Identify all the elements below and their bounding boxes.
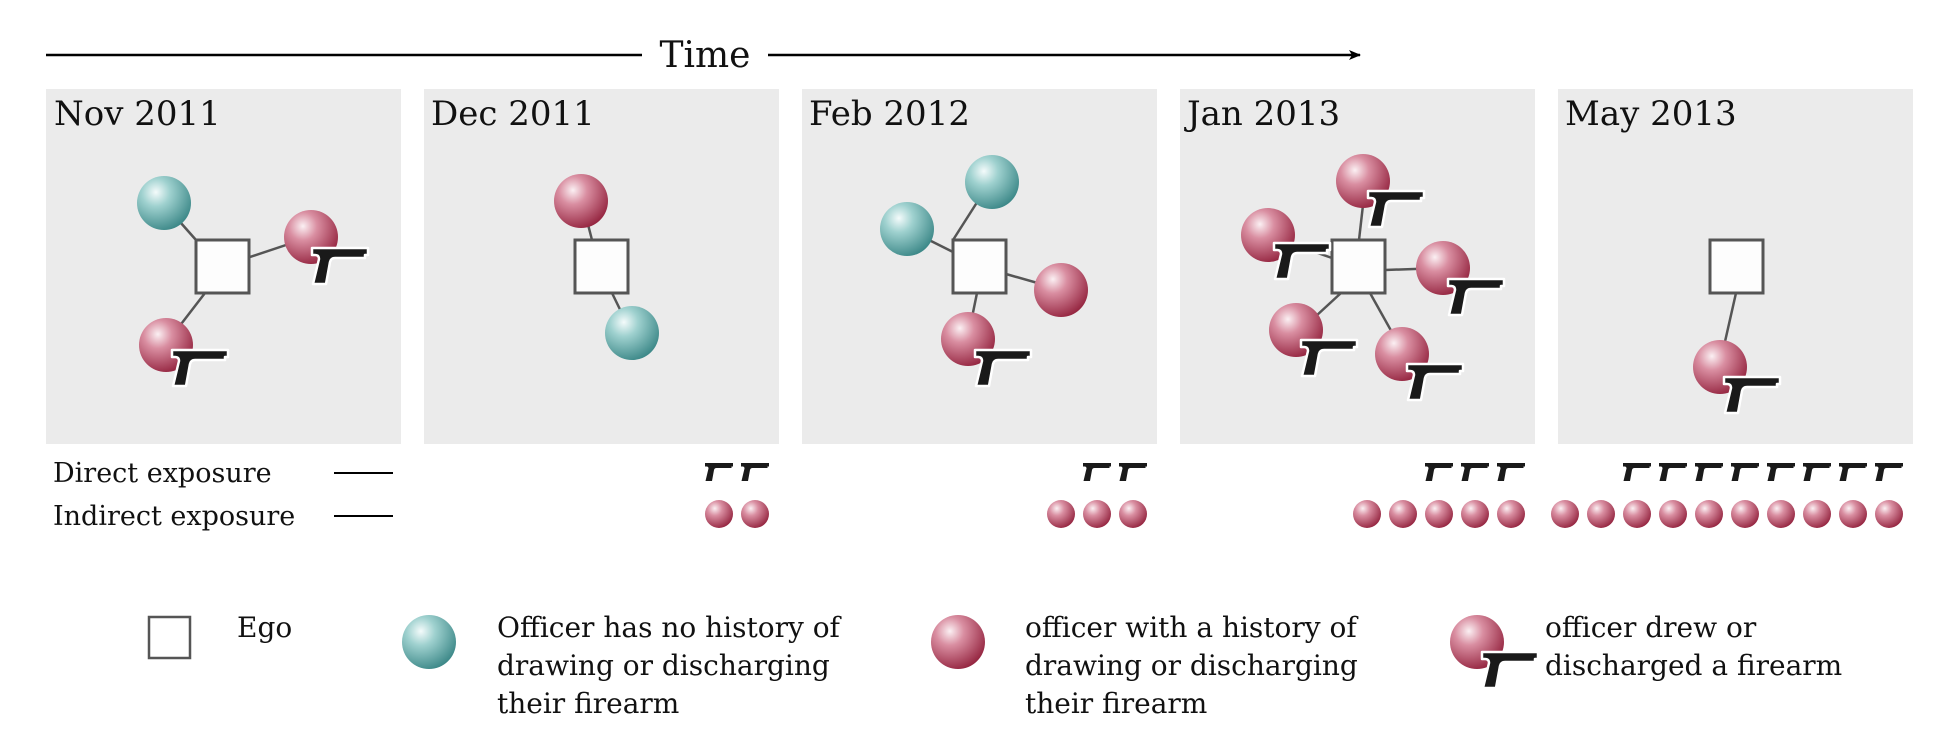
legend-ego-square (147, 615, 192, 660)
direct-exposure-firearm-icon (1839, 463, 1867, 481)
indirect-exposure-officer-marker (1587, 500, 1615, 528)
indirect-exposure-officer-marker (1659, 500, 1687, 528)
legend-history-line-3: their firearm (1025, 687, 1207, 720)
ego-node (951, 238, 1008, 295)
direct-exposure-firearm-icon (705, 463, 733, 481)
ego-node (573, 238, 630, 295)
indirect-exposure-officer-marker (705, 500, 733, 528)
legend-drew-label: officer drew or discharged a firearm (1545, 611, 1842, 682)
officer-history-node (554, 174, 608, 228)
panel-title: Nov 2011 (54, 94, 221, 134)
indirect-exposure-label: Indirect exposure (53, 501, 295, 532)
direct-exposure-firearm-icon (1119, 463, 1147, 481)
officer-history-node (1034, 263, 1088, 317)
panel-title: Jan 2013 (1184, 94, 1340, 134)
officer-no-history-node (965, 155, 1019, 209)
legend-no-history-line-3: their firearm (497, 687, 679, 720)
direct-exposure-firearm-icon (741, 463, 769, 481)
panel-feb-2012: Feb 2012 (802, 89, 1157, 444)
panel-title: Feb 2012 (809, 94, 970, 134)
indirect-exposure-officer-marker (1731, 500, 1759, 528)
direct-exposure-firearm-icon (1731, 463, 1759, 481)
legend-no-history-line-1: Officer has no history of (497, 611, 843, 644)
legend-no-history-label: Officer has no history of drawing or dis… (497, 611, 849, 720)
direct-exposure-firearm-icon (1623, 463, 1651, 481)
indirect-exposure-officer-marker (1695, 500, 1723, 528)
indirect-exposure-officer-marker (1353, 500, 1381, 528)
direct-exposure-firearm-icon (1461, 463, 1489, 481)
legend-firearm-icon (1480, 650, 1540, 690)
indirect-exposure-officer-marker (1461, 500, 1489, 528)
officer-no-history-node (880, 202, 934, 256)
indirect-exposure-officer-marker (1875, 500, 1903, 528)
legend: Ego Officer has no history of drawing or… (147, 611, 1842, 720)
indirect-exposure-officer-marker (741, 500, 769, 528)
direct-exposure-firearm-icon (1803, 463, 1831, 481)
network-edge (1722, 292, 1738, 347)
legend-no-history-line-2: drawing or discharging (497, 649, 830, 682)
legend-history-icon (931, 615, 985, 669)
direct-exposure-firearm-icon (1875, 463, 1903, 481)
direct-exposure-firearm-icon (1767, 463, 1795, 481)
indirect-exposure-officer-marker (1047, 500, 1075, 528)
direct-exposure-firearm-icon (1497, 463, 1525, 481)
direct-exposure-firearm-icon (1425, 463, 1453, 481)
time-axis: Time (46, 35, 1361, 76)
officer-no-history-node (137, 176, 191, 230)
exposure-labels: Direct exposure Indirect exposure (53, 458, 393, 532)
legend-ego-label: Ego (237, 611, 292, 644)
network-edge (1357, 204, 1365, 241)
panel-jan-2013: Jan 2013 (1180, 89, 1535, 444)
indirect-exposure-officer-marker (1839, 500, 1867, 528)
legend-no-history-icon (402, 615, 456, 669)
indirect-exposure-officer-marker (1551, 500, 1579, 528)
legend-history-line-1: officer with a history of (1025, 611, 1359, 644)
ego-node (1708, 238, 1765, 295)
time-axis-label: Time (660, 35, 751, 76)
indirect-exposure-officer-marker (1623, 500, 1651, 528)
indirect-exposure-officer-marker (1083, 500, 1111, 528)
panel-nov-2011: Nov 2011 (46, 89, 401, 444)
legend-drew-line-2: discharged a firearm (1545, 649, 1842, 682)
indirect-exposure-officer-marker (1425, 500, 1453, 528)
direct-exposure-firearm-icon (1695, 463, 1723, 481)
officer-no-history-node (605, 306, 659, 360)
panel-title: May 2013 (1565, 94, 1737, 134)
indirect-exposure-officer-marker (1119, 500, 1147, 528)
panel-title: Dec 2011 (431, 94, 595, 134)
indirect-exposure-officer-marker (1497, 500, 1525, 528)
indirect-exposure-officer-marker (1389, 500, 1417, 528)
legend-drew-line-1: officer drew or (1545, 611, 1757, 644)
cumulative-exposure-markers (705, 463, 1903, 528)
direct-exposure-label: Direct exposure (53, 458, 272, 489)
panel-dec-2011: Dec 2011 (424, 89, 779, 444)
panel-may-2013: May 2013 (1558, 89, 1913, 444)
ego-node (1330, 238, 1387, 295)
ego-node (194, 238, 251, 295)
direct-exposure-firearm-icon (1659, 463, 1687, 481)
legend-history-line-2: drawing or discharging (1025, 649, 1358, 682)
indirect-exposure-officer-marker (1767, 500, 1795, 528)
indirect-exposure-officer-marker (1803, 500, 1831, 528)
direct-exposure-firearm-icon (1083, 463, 1111, 481)
legend-history-label: officer with a history of drawing or dis… (1025, 611, 1367, 720)
